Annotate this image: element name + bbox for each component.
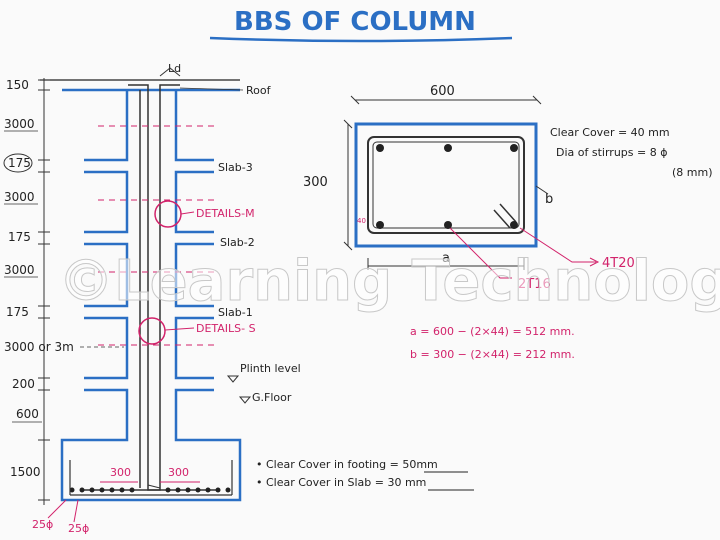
footing-bar-left-label: 25ϕ [32,518,53,531]
lap-length-label: Ld [168,62,181,75]
slab-dashed-lines [98,125,214,346]
details-s-circle [138,317,166,345]
dim-175-a: 175 [8,156,31,170]
dim-150: 150 [6,78,29,92]
watermark: ©Learning Technology [58,249,720,314]
formula-a: a = 600 − (2×44) = 512 mm. [410,325,575,338]
a-dimension-label: a [442,251,450,266]
section-height-label: 300 [303,175,328,190]
footing-bars [69,487,231,493]
lap-length-marker [159,67,181,77]
plinth-level-label: Plinth level [240,362,301,375]
bars-4t20-label: 4T20 [602,256,635,271]
footing-bar-right-label: 25ϕ [68,522,89,535]
dim-200: 200 [12,377,35,391]
stirrup-dia-spec: Dia of stirrups = 8 ϕ [556,146,667,159]
slab-2-label: Slab-2 [220,236,255,249]
dim-3000-a: 3000 [4,117,35,131]
details-s-label: DETAILS- S [196,322,256,335]
column-outline [60,90,242,502]
clear-cover-spec: Clear Cover = 40 mm [550,126,670,139]
ground-floor-label: G.Floor [252,391,292,404]
dim-1500: 1500 [10,465,41,479]
dim-3000-c: 3000 [4,263,35,277]
slab-3-label: Slab-3 [218,161,253,174]
left-dimension-chain: 150 3000 175 3000 175 3000 175 3000 or 3… [3,78,124,505]
page-title: BBS OF COLUMN [234,7,476,37]
dim-600: 600 [16,407,39,421]
dim-175-c: 175 [6,305,29,319]
note-footing-cover: • Clear Cover in footing = 50mm [256,458,438,471]
stirrup-dia-mm: (8 mm) [672,166,713,179]
column-elevation: Ld 300 300 25ϕ 25ϕ [32,62,301,535]
leader-2t16 [449,227,512,279]
dim-3000-d: 3000 or 3m [4,340,74,354]
bar-bend [147,484,161,489]
section-bars [376,144,518,229]
dim-175-b: 175 [8,230,31,244]
details-m-label: DETAILS-M [196,207,255,220]
stirrup-hook [493,203,517,229]
bars-2t16-label: 2T16 [518,277,551,292]
leader-4t20 [519,227,596,263]
footing-width-left: 300 [110,466,131,479]
section-outline [354,122,538,248]
stirrup [367,136,525,234]
slab-1-label: Slab-1 [218,306,253,319]
b-dimension-label: b [545,192,553,207]
dim-3000-b: 3000 [4,190,35,204]
column-cross-section: 600 300 40 a b [303,84,713,292]
formula-b: b = 300 − (2×44) = 212 mm. [410,348,575,361]
footing-width-right: 300 [168,466,189,479]
section-width-label: 600 [430,84,455,99]
cover-mark: 40 [357,217,366,225]
title-underline [209,36,513,43]
roof-label: Roof [246,84,272,97]
stirrup-inner [372,141,520,229]
note-slab-cover: • Clear Cover in Slab = 30 mm [256,476,426,489]
